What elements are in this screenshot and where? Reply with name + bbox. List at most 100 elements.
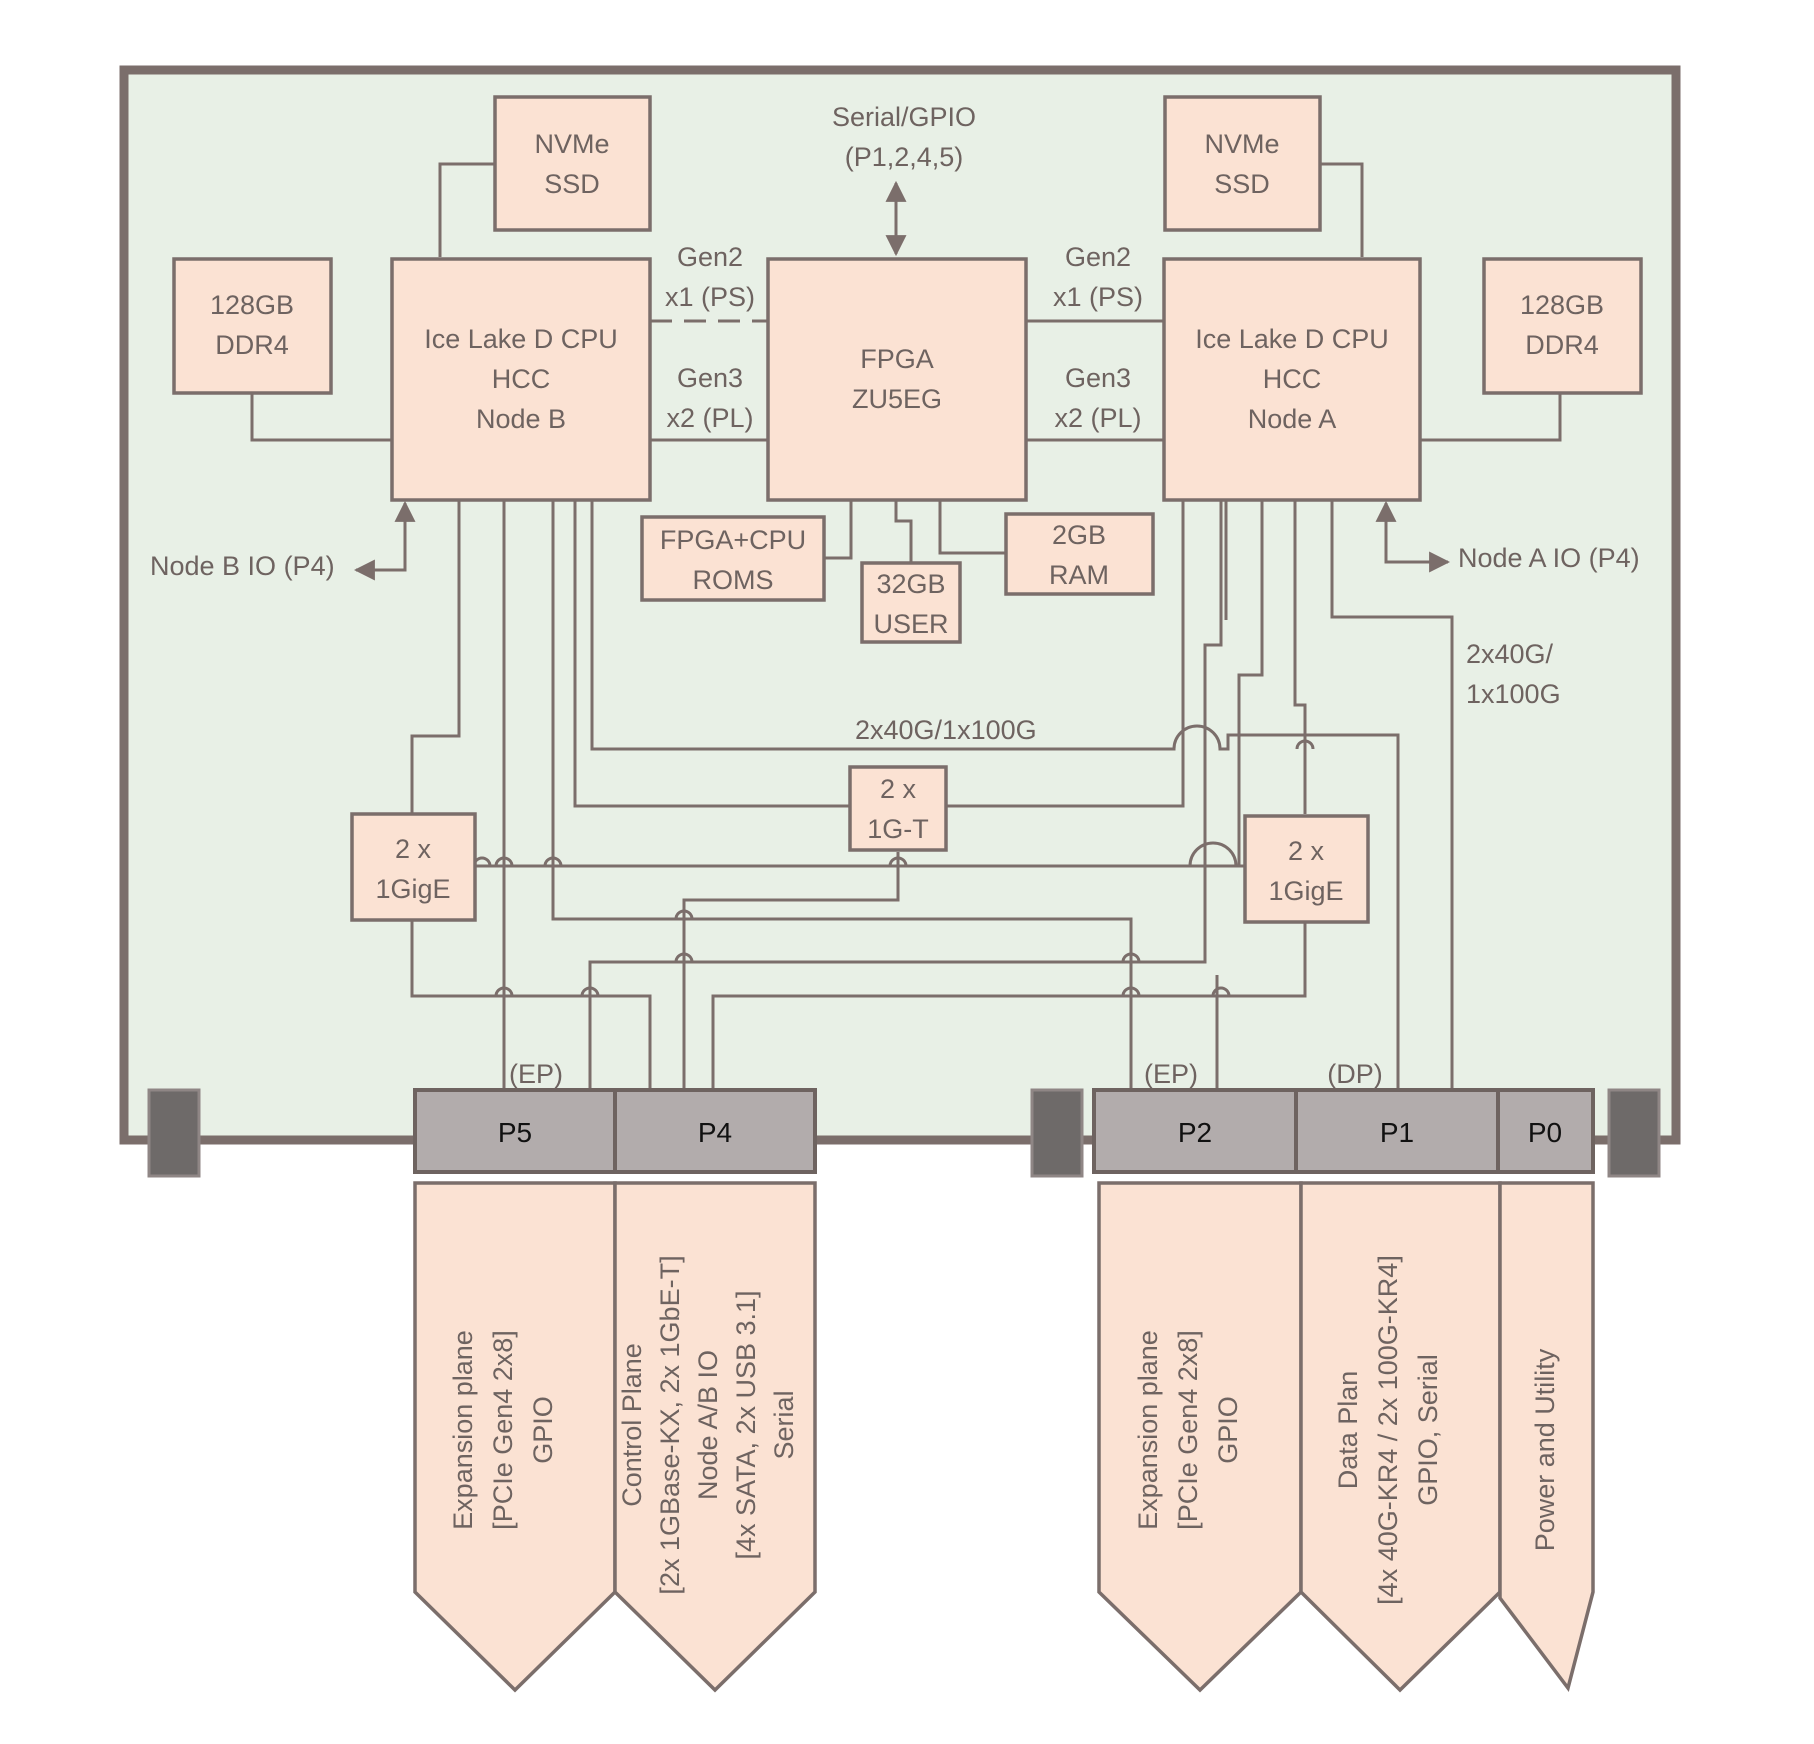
gen3-right-label: Gen3 x2 (PL) xyxy=(1054,363,1141,433)
svg-text:RAM: RAM xyxy=(1049,560,1109,590)
gige-left-block: 2 x 1GigE xyxy=(350,812,477,922)
svg-text:x1 (PS): x1 (PS) xyxy=(1053,282,1143,312)
svg-text:2 x: 2 x xyxy=(395,834,432,864)
1g-t-block: 2 x 1G-T xyxy=(848,765,948,852)
cpu-node-b: Ice Lake D CPU HCC Node B xyxy=(390,257,652,502)
node-a-io-label: Node A IO (P4) xyxy=(1458,543,1640,573)
fpga-block: FPGA ZU5EG xyxy=(766,257,1028,502)
svg-text:[PCIe Gen4 2x8]: [PCIe Gen4 2x8] xyxy=(1173,1330,1203,1530)
svg-text:DDR4: DDR4 xyxy=(1525,330,1599,360)
svg-text:x2 (PL): x2 (PL) xyxy=(1054,403,1141,433)
connector-p0: P0 xyxy=(1496,1088,1595,1174)
crossover-hops xyxy=(494,739,1315,997)
svg-text:GPIO: GPIO xyxy=(528,1396,558,1464)
svg-text:FPGA+CPU: FPGA+CPU xyxy=(660,525,806,555)
connector-p1: P1 xyxy=(1294,1088,1500,1174)
svg-text:2 x: 2 x xyxy=(880,774,917,804)
svg-text:x2 (PL): x2 (PL) xyxy=(666,403,753,433)
ram-block: 2GB RAM xyxy=(1004,512,1155,596)
ddr4-right: 128GB DDR4 xyxy=(1482,257,1643,395)
svg-text:1G-T: 1G-T xyxy=(867,814,929,844)
svg-text:ROMS: ROMS xyxy=(693,565,774,595)
svg-text:Gen2: Gen2 xyxy=(1065,242,1131,272)
nvme-ssd-right: NVMe SSD xyxy=(1163,95,1322,232)
svg-text:2GB: 2GB xyxy=(1052,520,1106,550)
roms-block: FPGA+CPU ROMS xyxy=(640,515,826,602)
pennant-p1: Data Plan [4x 40G-KR4 / 2x 100G-KR4] GPI… xyxy=(1299,1181,1502,1693)
node-b-io-label: Node B IO (P4) xyxy=(150,551,335,581)
svg-text:128GB: 128GB xyxy=(1520,290,1604,320)
svg-text:Control Plane: Control Plane xyxy=(617,1343,647,1507)
svg-text:Expansion plane: Expansion plane xyxy=(448,1330,478,1530)
svg-text:DDR4: DDR4 xyxy=(215,330,289,360)
cpu-node-a: Ice Lake D CPU HCC Node A xyxy=(1162,257,1422,502)
svg-text:2x40G/: 2x40G/ xyxy=(1466,639,1554,669)
dataplane-b-label: 2x40G/1x100G xyxy=(855,715,1037,745)
svg-text:Power and Utility: Power and Utility xyxy=(1530,1348,1560,1551)
svg-text:FPGA: FPGA xyxy=(860,344,934,374)
svg-text:128GB: 128GB xyxy=(210,290,294,320)
svg-text:NVMe: NVMe xyxy=(534,129,609,159)
pennant-p5: Expansion plane [PCIe Gen4 2x8] GPIO xyxy=(413,1181,617,1693)
svg-text:SSD: SSD xyxy=(1214,169,1270,199)
svg-text:x1 (PS): x1 (PS) xyxy=(665,282,755,312)
svg-text:2 x: 2 x xyxy=(1288,836,1325,866)
dp-label: (DP) xyxy=(1327,1059,1383,1089)
svg-text:USER: USER xyxy=(873,609,948,639)
svg-text:[2x 1GBase-KX, 2x 1GbE-T]: [2x 1GBase-KX, 2x 1GbE-T] xyxy=(655,1255,685,1594)
svg-text:1x100G: 1x100G xyxy=(1466,679,1561,709)
pennant-p4: Control Plane [2x 1GBase-KX, 2x 1GbE-T] … xyxy=(613,1181,817,1693)
svg-text:Serial/GPIO: Serial/GPIO xyxy=(832,102,976,132)
connector-p2: P2 xyxy=(1092,1088,1298,1174)
ddr4-left: 128GB DDR4 xyxy=(172,257,333,395)
gen2-left-label: Gen2 x1 (PS) xyxy=(665,242,755,312)
svg-text:[PCIe Gen4 2x8]: [PCIe Gen4 2x8] xyxy=(488,1330,518,1530)
svg-text:SSD: SSD xyxy=(544,169,600,199)
svg-text:P0: P0 xyxy=(1528,1117,1562,1148)
svg-text:Serial: Serial xyxy=(769,1390,799,1459)
svg-text:1GigE: 1GigE xyxy=(1268,876,1343,906)
svg-text:Ice Lake D CPU: Ice Lake D CPU xyxy=(1195,324,1389,354)
svg-text:P2: P2 xyxy=(1178,1117,1212,1148)
svg-text:P5: P5 xyxy=(498,1117,532,1148)
serial-gpio-label: Serial/GPIO (P1,2,4,5) xyxy=(832,102,976,172)
gen2-right-label: Gen2 x1 (PS) xyxy=(1053,242,1143,312)
svg-text:32GB: 32GB xyxy=(876,569,945,599)
svg-text:[4x SATA, 2x USB 3.1]: [4x SATA, 2x USB 3.1] xyxy=(731,1290,761,1559)
svg-text:[4x 40G-KR4 / 2x 100G-KR4]: [4x 40G-KR4 / 2x 100G-KR4] xyxy=(1373,1255,1403,1605)
connector-p4: P4 xyxy=(613,1088,817,1174)
svg-text:P1: P1 xyxy=(1380,1117,1414,1148)
mount-block-right xyxy=(1607,1088,1661,1178)
mount-block-left xyxy=(147,1088,201,1178)
svg-text:P4: P4 xyxy=(698,1117,732,1148)
gige-right-block: 2 x 1GigE xyxy=(1243,814,1370,924)
svg-text:NVMe: NVMe xyxy=(1204,129,1279,159)
user-storage-block: 32GB USER xyxy=(860,561,962,644)
ep-left-label: (EP) xyxy=(509,1059,563,1089)
svg-text:ZU5EG: ZU5EG xyxy=(852,384,942,414)
svg-text:Node A: Node A xyxy=(1248,404,1337,434)
svg-text:GPIO: GPIO xyxy=(1213,1396,1243,1464)
svg-text:Gen3: Gen3 xyxy=(677,363,743,393)
svg-text:Ice Lake D CPU: Ice Lake D CPU xyxy=(424,324,618,354)
svg-text:Data Plan: Data Plan xyxy=(1333,1371,1363,1490)
ep-right-label: (EP) xyxy=(1144,1059,1198,1089)
svg-text:Gen2: Gen2 xyxy=(677,242,743,272)
svg-text:1GigE: 1GigE xyxy=(375,874,450,904)
pennant-p0: Power and Utility xyxy=(1498,1181,1595,1692)
svg-text:HCC: HCC xyxy=(492,364,551,394)
svg-text:HCC: HCC xyxy=(1263,364,1322,394)
svg-text:Node B: Node B xyxy=(476,404,566,434)
svg-text:Gen3: Gen3 xyxy=(1065,363,1131,393)
connector-p5: P5 xyxy=(413,1088,617,1174)
svg-text:GPIO, Serial: GPIO, Serial xyxy=(1413,1354,1443,1506)
svg-text:(P1,2,4,5): (P1,2,4,5) xyxy=(845,142,964,172)
wires xyxy=(250,162,1562,1090)
mount-block-middle xyxy=(1030,1088,1084,1178)
svg-text:Expansion plane: Expansion plane xyxy=(1133,1330,1163,1530)
dataplane-a-label: 2x40G/ 1x100G xyxy=(1466,639,1561,709)
pennant-p2: Expansion plane [PCIe Gen4 2x8] GPIO xyxy=(1097,1181,1303,1693)
gen3-left-label: Gen3 x2 (PL) xyxy=(666,363,753,433)
